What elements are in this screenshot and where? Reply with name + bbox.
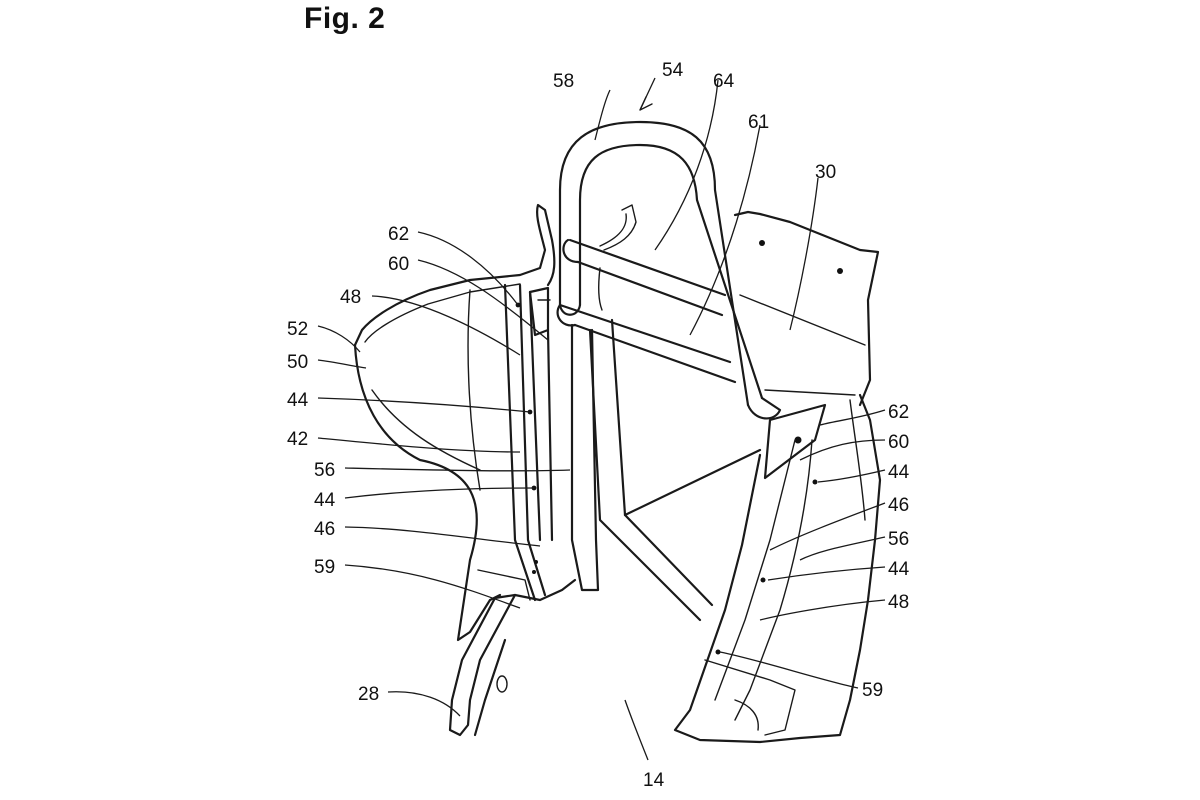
label-48-left: 48 (340, 287, 361, 308)
label-60-right: 60 (888, 432, 909, 453)
label-44-right-2: 44 (888, 559, 910, 580)
label-64: 64 (713, 71, 735, 92)
left-bracket (528, 286, 551, 337)
label-58: 58 (553, 71, 574, 92)
right-bracket (763, 403, 827, 480)
label-56-left: 56 (314, 460, 335, 481)
label-44-left-2: 44 (314, 490, 336, 511)
label-54: 54 (662, 60, 684, 81)
label-46-left: 46 (314, 519, 335, 540)
leader-lines (317, 77, 886, 761)
label-50: 50 (287, 352, 308, 373)
central-frame (588, 318, 762, 622)
roll-bar-hoop (558, 120, 782, 420)
label-14: 14 (643, 770, 665, 791)
right-panel-30 (733, 210, 880, 407)
label-42: 42 (287, 429, 308, 450)
label-62-right: 62 (888, 402, 909, 423)
label-28: 28 (358, 684, 379, 705)
cross-braces (556, 238, 737, 384)
label-46-right: 46 (888, 495, 909, 516)
label-48-right: 48 (888, 592, 909, 613)
label-56-right: 56 (888, 529, 909, 550)
right-sill (673, 393, 882, 744)
label-60-left: 60 (388, 254, 409, 275)
label-61: 61 (748, 112, 769, 133)
left-strut (546, 323, 600, 592)
label-44-right-1: 44 (888, 462, 910, 483)
reference-numerals: 54 58 64 61 30 62 60 48 52 50 44 42 56 4… (287, 60, 910, 791)
hook-piece (599, 204, 637, 251)
figure-title: Fig. 2 (304, 2, 386, 35)
left-sill (448, 283, 577, 737)
label-59-left: 59 (314, 557, 335, 578)
label-52: 52 (287, 319, 308, 340)
label-62-left: 62 (388, 224, 409, 245)
left-seat-panel (353, 203, 556, 642)
label-59-right: 59 (862, 680, 883, 701)
label-30: 30 (815, 162, 836, 183)
label-44-left-1: 44 (287, 390, 309, 411)
